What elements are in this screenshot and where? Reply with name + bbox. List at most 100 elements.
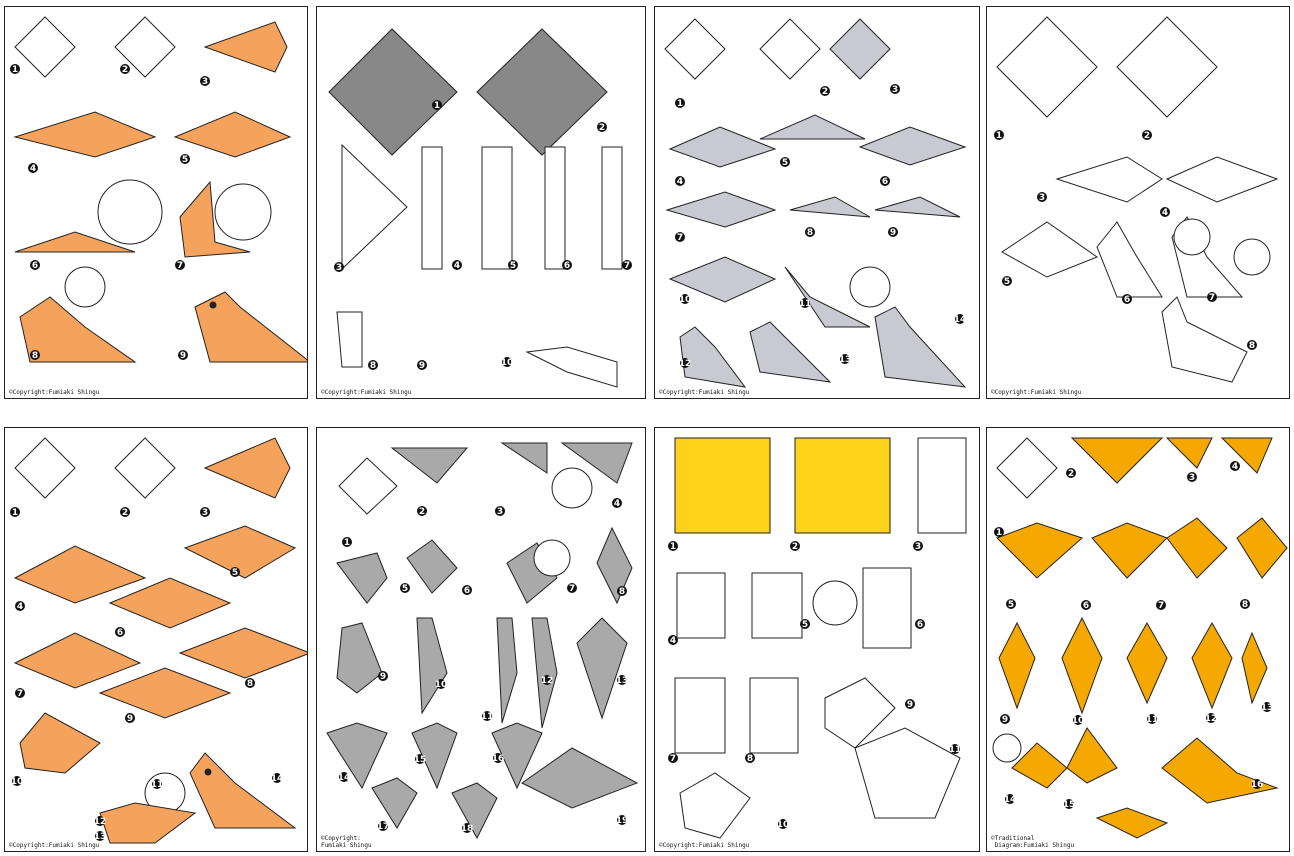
step-number: 14 <box>954 315 967 325</box>
step-number: 5 <box>402 584 408 594</box>
step-number: 10 <box>11 777 24 787</box>
step-number: 5 <box>182 155 188 165</box>
step-number: 7 <box>569 584 575 594</box>
step-number: 4 <box>677 177 683 187</box>
step-number: 14 <box>338 773 351 783</box>
step-number: 6 <box>464 586 470 596</box>
step-number: 5 <box>1004 277 1010 287</box>
step-number: 2 <box>792 542 798 552</box>
step-number: 3 <box>202 77 208 87</box>
step-number: 8 <box>247 679 253 689</box>
diagram-panel-8: 12345678910111213141516 ©Traditional Dia… <box>986 427 1290 852</box>
step-number: 2 <box>1144 131 1150 141</box>
step-number: 2 <box>822 87 828 97</box>
step-number: 2 <box>122 65 128 75</box>
step-number: 14 <box>1004 795 1017 805</box>
step-number: 1 <box>996 131 1002 141</box>
step-number: 10 <box>777 820 790 830</box>
diagram-panel-7: 1234567891011 ©Copyright:Fumiaki Shingu <box>654 427 980 852</box>
step-number: 9 <box>127 714 133 724</box>
step-number: 1 <box>344 538 350 548</box>
step-number: 11 <box>949 745 962 755</box>
step-number: 4 <box>1162 208 1168 218</box>
step-number: 13 <box>616 676 629 686</box>
step-number: 6 <box>564 261 570 271</box>
copyright-text: ©Copyright:Fumiaki Shingu <box>9 389 99 396</box>
step-number: 4 <box>670 636 676 646</box>
copyright-text: ©Copyright:Fumiaki Shingu <box>9 842 99 849</box>
copyright-text: ©Copyright:Fumiaki Shingu <box>321 389 411 396</box>
step-number: 1 <box>12 508 18 518</box>
step-number: 7 <box>677 233 683 243</box>
step-number: 6 <box>117 628 123 638</box>
step-number: 6 <box>1124 295 1130 305</box>
step-number: 5 <box>510 261 516 271</box>
step-number: 4 <box>614 499 620 509</box>
step-number: 3 <box>497 507 503 517</box>
step-number: 6 <box>1083 601 1089 611</box>
step-number: 18 <box>461 824 474 834</box>
step-number: 9 <box>419 361 425 371</box>
step-number: 3 <box>1189 473 1195 483</box>
step-number: 11 <box>151 780 164 790</box>
step-number: 8 <box>370 361 376 371</box>
origami-steps-1: 1 2 3 4 5 6 7 8 9 <box>5 7 308 399</box>
step-number: 3 <box>915 542 921 552</box>
step-number: 1 <box>12 65 18 75</box>
step-number: 5 <box>232 568 238 578</box>
step-number: 13 <box>1261 703 1274 713</box>
step-number: 5 <box>782 158 788 168</box>
step-number: 12 <box>679 359 692 369</box>
step-number: 6 <box>32 261 38 271</box>
copyright-text: ©Copyright:Fumiaki Shingu <box>659 842 749 849</box>
step-number: 11 <box>1146 715 1159 725</box>
step-number: 10 <box>435 680 448 690</box>
step-number: 7 <box>624 261 630 271</box>
step-number: 1 <box>670 542 676 552</box>
step-number: 2 <box>419 507 425 517</box>
step-number: 2 <box>122 508 128 518</box>
copyright-text: ©Copyright: Fumiaki Shingu <box>321 835 372 849</box>
step-number: 16 <box>1251 780 1264 790</box>
diagram-panel-5: 1234567891011121314 ©Copyright:Fumiaki S… <box>4 427 308 852</box>
step-number: 9 <box>180 351 186 361</box>
step-number: 8 <box>32 351 38 361</box>
step-number: 8 <box>1249 341 1255 351</box>
step-number: 19 <box>616 816 629 826</box>
origami-steps-3: 1234567891011121314 <box>655 7 980 399</box>
step-number: 11 <box>481 712 494 722</box>
step-number: 7 <box>17 689 23 699</box>
copyright-text: ©Traditional Diagram:Fumiaki Shingu <box>991 835 1074 849</box>
step-number: 9 <box>380 672 386 682</box>
step-number: 3 <box>336 263 342 273</box>
copyright-text: ©Copyright:Fumiaki Shingu <box>659 389 749 396</box>
step-number: 8 <box>1242 600 1248 610</box>
diagram-panel-3: 1234567891011121314 ©Copyright:Fumiaki S… <box>654 6 980 399</box>
step-number: 3 <box>892 85 898 95</box>
step-number: 16 <box>492 754 505 764</box>
step-number: 12 <box>1205 714 1218 724</box>
step-number: 6 <box>917 620 923 630</box>
step-number: 5 <box>802 620 808 630</box>
step-number: 12 <box>541 676 554 686</box>
step-number: 7 <box>670 754 676 764</box>
step-number: 4 <box>1232 462 1238 472</box>
step-number: 17 <box>377 822 390 832</box>
step-number: 13 <box>839 355 852 365</box>
step-number: 7 <box>1158 601 1164 611</box>
step-number: 15 <box>1063 800 1076 810</box>
step-number: 8 <box>807 228 813 238</box>
step-number: 4 <box>30 164 36 174</box>
step-number: 13 <box>94 832 107 842</box>
origami-steps-4: 12345678 <box>987 7 1290 399</box>
step-number: 7 <box>177 261 183 271</box>
step-number: 6 <box>882 177 888 187</box>
step-number: 10 <box>1072 716 1085 726</box>
step-number: 4 <box>17 602 23 612</box>
step-number: 4 <box>454 261 460 271</box>
